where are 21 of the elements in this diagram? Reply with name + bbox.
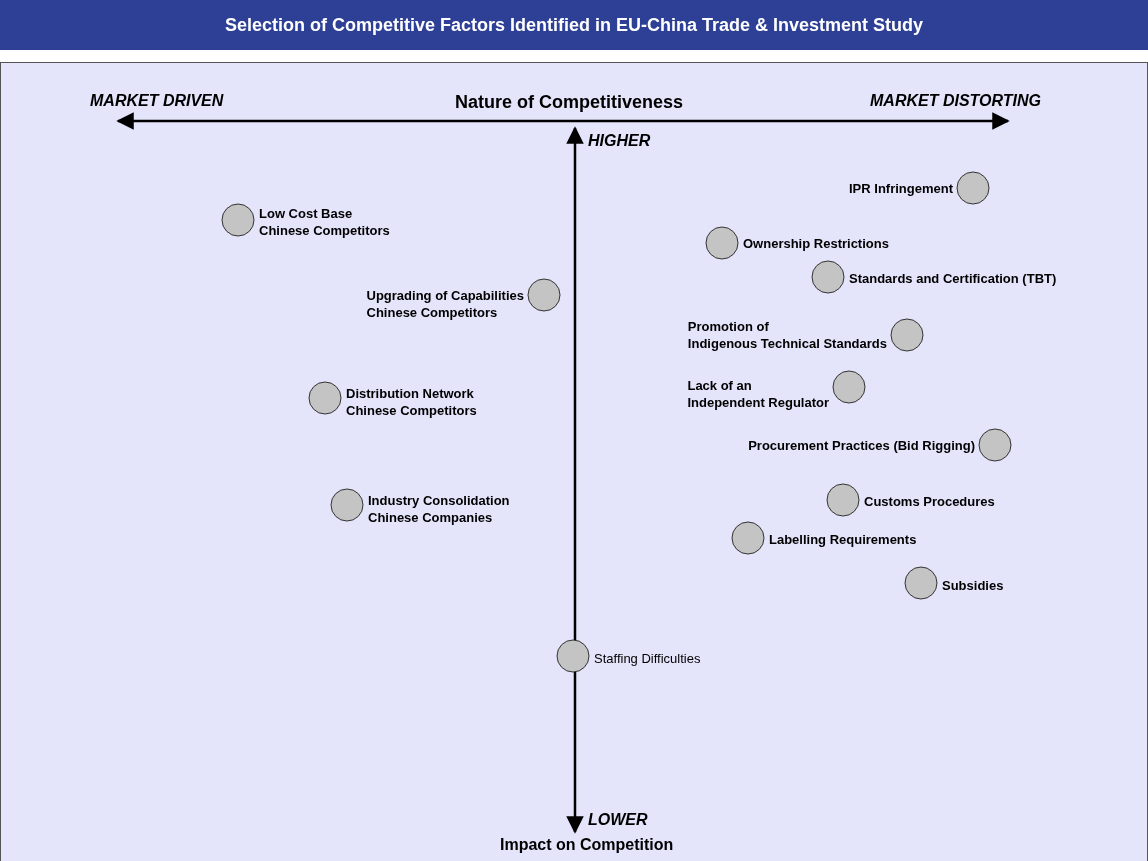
factor-label: Ownership Restrictions xyxy=(743,235,889,252)
axis-end-label: MARKET DRIVEN xyxy=(90,92,224,110)
factor-label: Low Cost Base Chinese Competitors xyxy=(259,205,390,239)
axis-title: Nature of Competitiveness xyxy=(455,92,684,113)
factor-label: Staffing Difficulties xyxy=(594,650,701,667)
factor-label: Labelling Requirements xyxy=(769,531,917,548)
factor-label: Industry Consolidation Chinese Companies xyxy=(368,492,510,526)
factor-label: Lack of an Independent Regulator xyxy=(687,377,829,411)
factor-label: Upgrading of Capabilities Chinese Competitors xyxy=(366,287,524,321)
factor-label: Distribution Network Chinese Competitors xyxy=(346,385,477,419)
axis-end-label: HIGHER xyxy=(588,132,651,150)
axis-title: Impact on Competition xyxy=(500,836,674,854)
factor-label: Promotion of Indigenous Technical Standards xyxy=(687,318,887,352)
factor-label: Customs Procedures xyxy=(864,493,995,510)
title-banner: Selection of Competitive Factors Identified in EU-China Trade & Investment Study xyxy=(0,0,1148,50)
factor-label: Standards and Certification (TBT) xyxy=(849,270,1057,287)
factor-label: Subsidies xyxy=(942,577,1004,594)
factor-label: IPR Infringement xyxy=(849,180,953,197)
factor-label: Procurement Practices (Bid Rigging) xyxy=(748,437,975,454)
axis-end-label: MARKET DISTORTING xyxy=(870,92,1041,110)
axis-end-label: LOWER xyxy=(588,811,648,829)
